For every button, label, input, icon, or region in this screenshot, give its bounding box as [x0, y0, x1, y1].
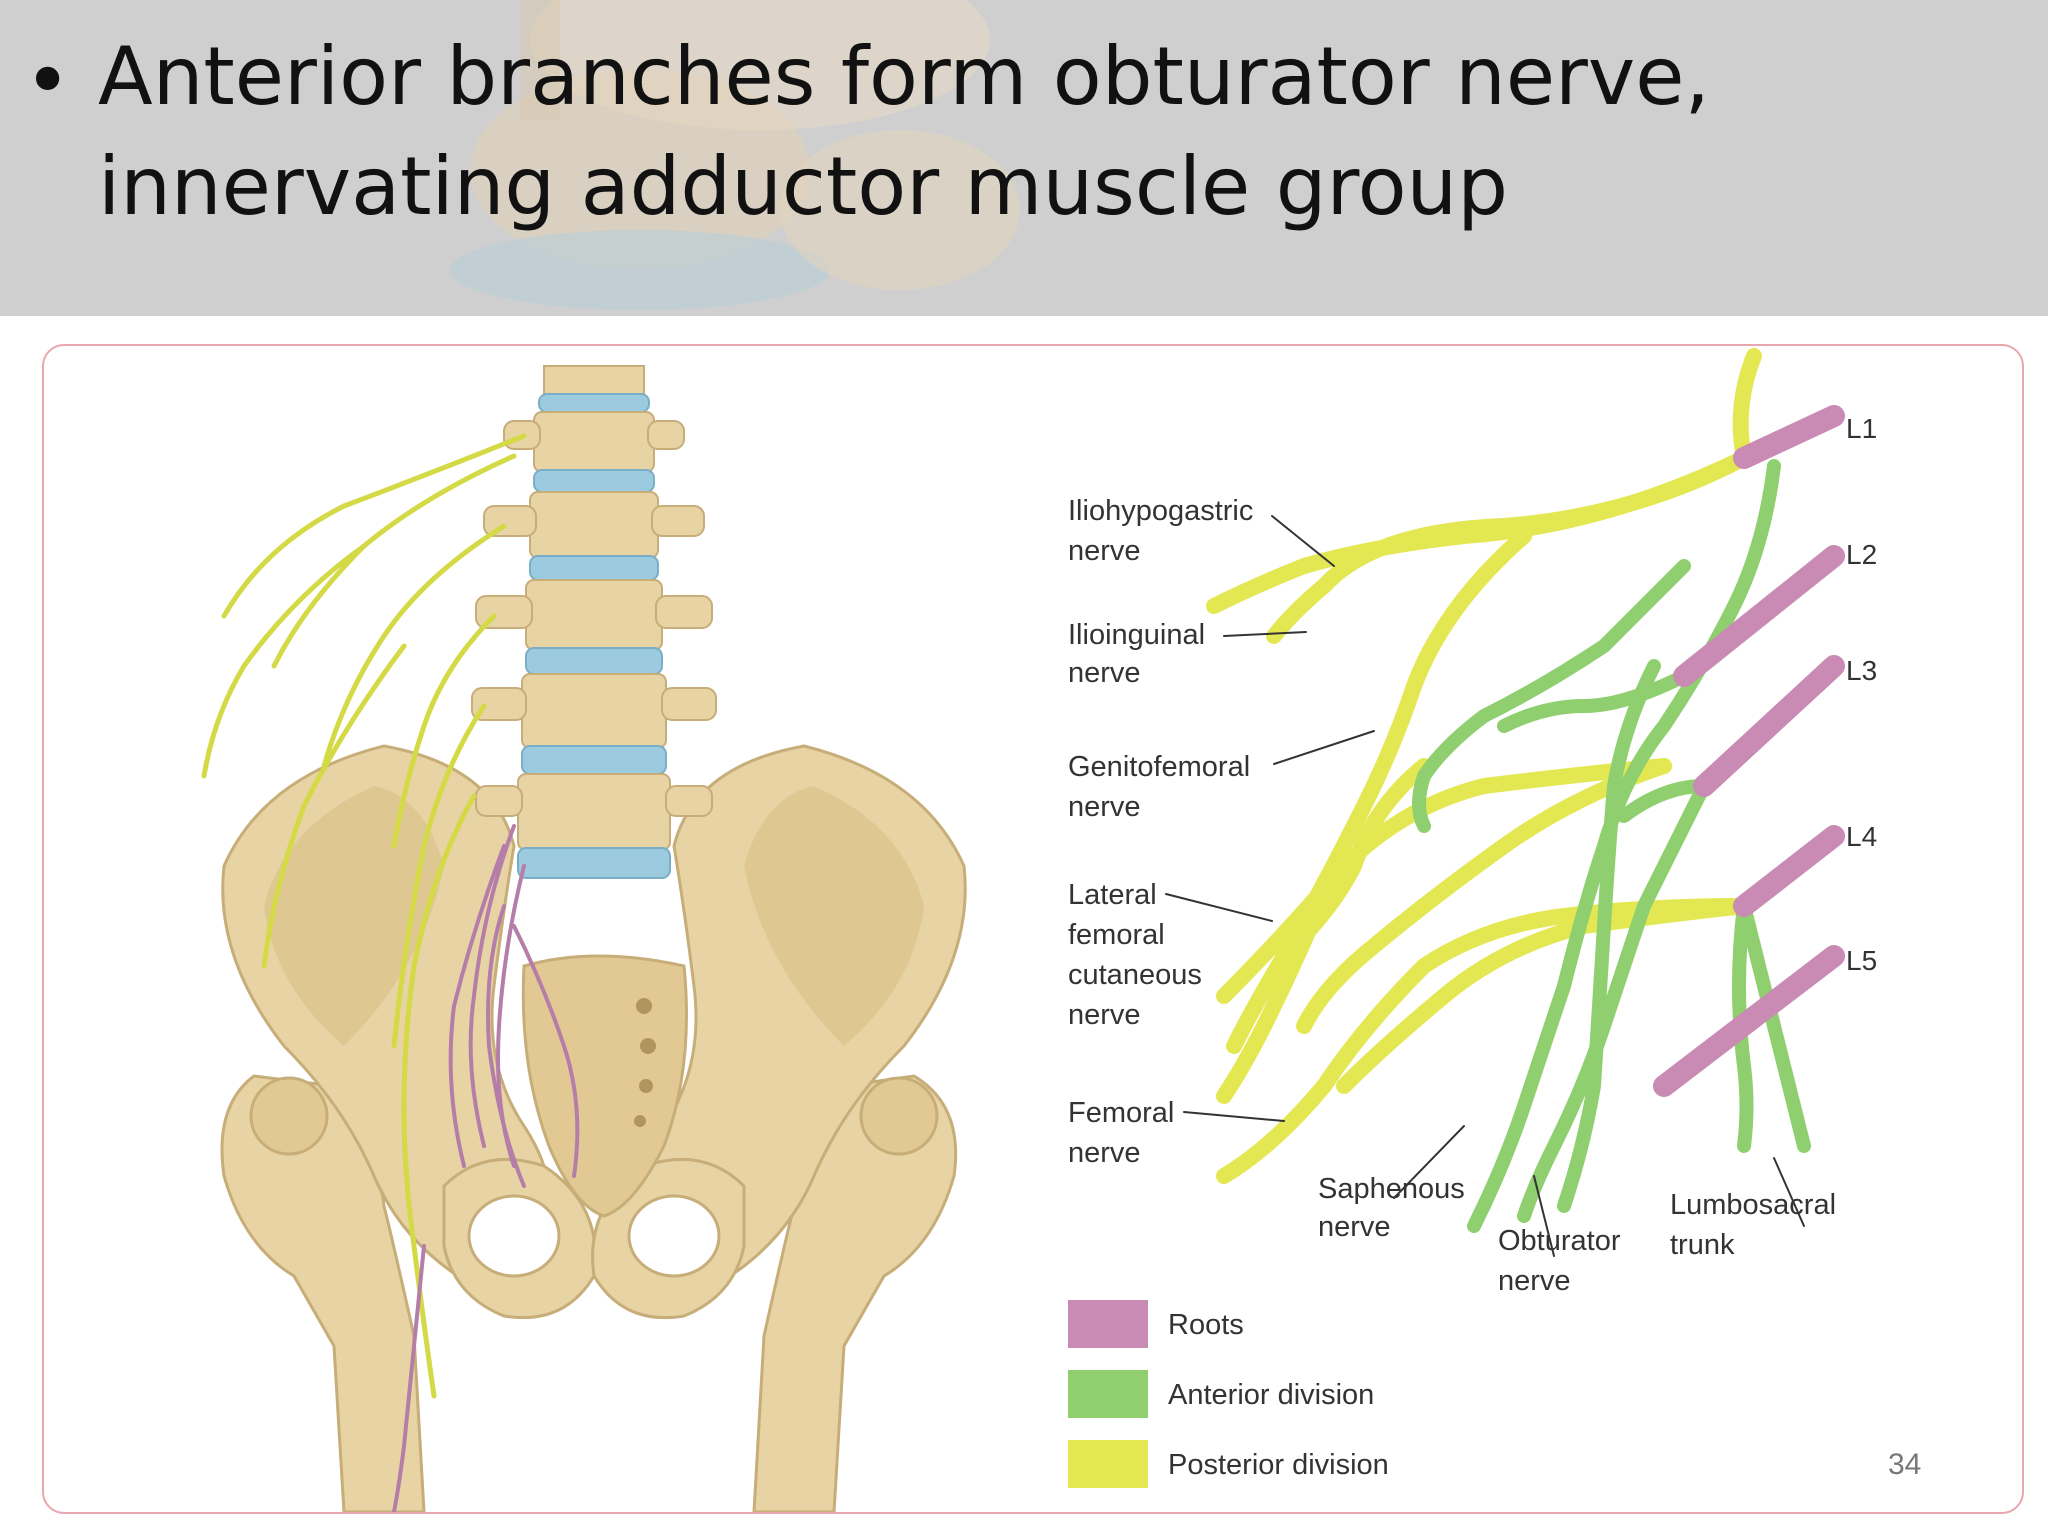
root-l2 — [1673, 545, 1845, 687]
label-ilioinguinal-1: Ilioinguinal — [1068, 619, 1205, 651]
label-obturator-2: nerve — [1498, 1265, 1571, 1297]
pelvis-illustration — [201, 365, 967, 1512]
root-l4 — [1733, 825, 1845, 917]
nerve-labels: Iliohypogastric nerve Ilioinguinal nerve… — [1068, 495, 1836, 1297]
label-genitofemoral-1: Genitofemoral — [1068, 751, 1250, 783]
label-obturator-1: Obturator — [1498, 1225, 1621, 1257]
level-label-l1: L1 — [1846, 413, 1877, 444]
leader-lines — [1165, 515, 1805, 1257]
legend-swatch-anterior — [1068, 1370, 1148, 1418]
level-label-l4: L4 — [1846, 821, 1877, 852]
roots — [1653, 405, 1845, 1097]
pelvis-nerves-roots — [392, 824, 580, 1512]
label-lfcn-4: nerve — [1068, 999, 1141, 1031]
root-l1 — [1733, 405, 1845, 469]
legend-label-posterior: Posterior division — [1168, 1449, 1389, 1481]
anterior-division-branches — [1412, 459, 1811, 1233]
bullet-text-line-2: innervating adductor muscle group — [98, 140, 1509, 233]
label-iliohypogastric-2: nerve — [1068, 535, 1141, 567]
bullet-text-line-1: Anterior branches form obturator nerve, — [98, 30, 1710, 123]
slide-bullet-text: Anterior branches form obturator nerve, … — [98, 22, 1898, 242]
lumbar-plexus-figure: L1 L2 L3 L4 L5 Iliohypogastric nerve Ili… — [42, 344, 2024, 1514]
label-lfcn-3: cutaneous — [1068, 959, 1202, 991]
label-femoral-2: nerve — [1068, 1137, 1141, 1169]
legend-label-anterior: Anterior division — [1168, 1379, 1374, 1411]
lumbar-plexus-illustration: L1 L2 L3 L4 L5 Iliohypogastric nerve Ili… — [201, 348, 1877, 1512]
level-label-l3: L3 — [1846, 655, 1877, 686]
posterior-division-branches — [1206, 348, 1762, 1184]
label-ilioinguinal-2: nerve — [1068, 657, 1141, 689]
label-saphenous-2: nerve — [1318, 1211, 1391, 1243]
level-labels: L1 L2 L3 L4 L5 — [1846, 413, 1877, 976]
header-background-illustration — [450, 0, 1020, 310]
label-lumbosacral-2: trunk — [1670, 1229, 1735, 1261]
label-genitofemoral-2: nerve — [1068, 791, 1141, 823]
root-l5 — [1653, 945, 1845, 1097]
label-lumbosacral-1: Lumbosacral — [1670, 1189, 1836, 1221]
legend: Roots Anterior division Posterior divisi… — [1068, 1300, 1389, 1488]
legend-label-roots: Roots — [1168, 1309, 1244, 1341]
legend-swatch-roots — [1068, 1300, 1148, 1348]
page-number: 34 — [1888, 1448, 1922, 1481]
root-l3 — [1693, 655, 1845, 797]
plexus-schematic — [1165, 348, 1845, 1257]
label-femoral-1: Femoral — [1068, 1097, 1174, 1129]
level-label-l5: L5 — [1846, 945, 1877, 976]
legend-swatch-posterior — [1068, 1440, 1148, 1488]
label-saphenous-1: Saphenous — [1318, 1173, 1465, 1205]
level-label-l2: L2 — [1846, 539, 1877, 570]
label-lfcn-2: femoral — [1068, 919, 1165, 951]
pelvis-nerves-posterior — [201, 433, 527, 1399]
bullet-point: • — [24, 34, 72, 127]
label-lfcn-1: Lateral — [1068, 879, 1157, 911]
label-iliohypogastric-1: Iliohypogastric — [1068, 495, 1253, 527]
slide-header: • Anterior branches form obturator nerve… — [0, 0, 2048, 316]
